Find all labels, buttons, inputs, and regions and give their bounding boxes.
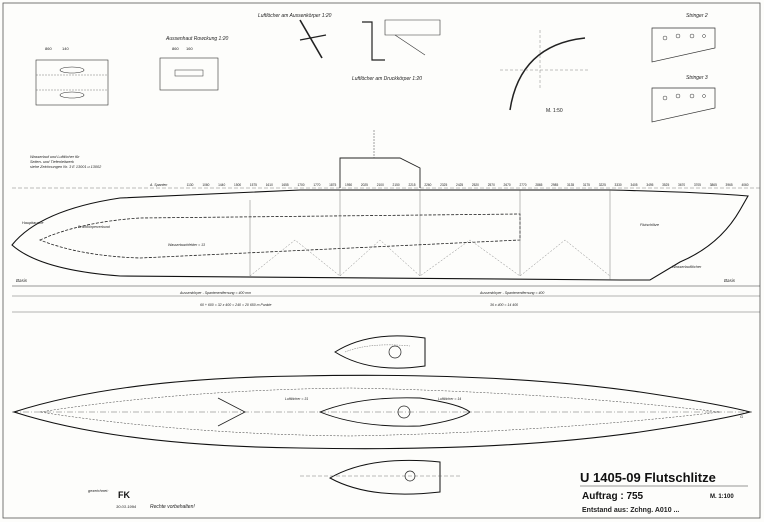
frame-number: 3175 [583, 183, 590, 187]
frame-number: 1950 [345, 183, 352, 187]
baseline-label: Basis [16, 278, 28, 283]
logo-letters: FK [118, 490, 130, 500]
stringer-2-title: Stringer 2 [686, 13, 708, 19]
frame-number: 2025 [361, 183, 368, 187]
frame-number: 2865 [535, 183, 542, 187]
rivet-dim-c: 860 [172, 46, 179, 51]
frame-number: 1875 [329, 183, 336, 187]
rights-note: Rechte vorbehalten! [150, 504, 195, 510]
watertight-label: Wassertauchfelder = 13 [168, 243, 205, 247]
drawing-origin: Entstand aus: Zchng. A010 ... [582, 507, 679, 514]
frame-number: 2985 [551, 183, 558, 187]
plan-view: Luftlöcher = 31 Luftlöcher = 14 G [12, 374, 753, 450]
drawn-label: gezeichnet: [88, 488, 108, 493]
frame-number: 2215 [408, 183, 415, 187]
plan-stern-mark: G [740, 414, 743, 419]
side-profile: Wasserlauf und Luftlöcher für Seiten- un… [11, 130, 760, 313]
stern-label: Wasserlauflöcher [672, 265, 702, 269]
order-number: Auftrag : 755 [582, 491, 644, 502]
frame-number: 2770 [519, 183, 526, 187]
frame-number: 1575 [250, 183, 257, 187]
stringer-3-title: Stringer 3 [686, 75, 708, 81]
stringer-details: Stringer 2 Stringer 3 [651, 13, 716, 123]
frame-number: 3330 [615, 183, 622, 187]
frame-spacing-note-2: 36 x 400 = 14 400 [490, 303, 518, 307]
frame-number: 3405 [630, 183, 637, 187]
lower-frames-label-right: Aussenkörper - Spantenentfernung = 400 [479, 291, 544, 295]
frame-numbers: 1130 1060 1440 1500 1575 1610 1655 1700 1770 1875… [187, 183, 749, 187]
profile-note-1: Wasserlauf und Luftlöcher für [30, 155, 80, 159]
rivet-detail-title: Aussenhaut Rowckung 1:20 [165, 36, 228, 42]
frame-number: 3965 [726, 183, 733, 187]
drawing-scale: M. 1:100 [710, 494, 734, 500]
frame-number: 1440 [218, 183, 225, 187]
arc-detail: M. 1:50 [500, 30, 590, 114]
frame-number: 2100 [377, 183, 384, 187]
frame-number: 4060 [741, 183, 748, 187]
frame-spacing-note-1: 60 + 600 = 32 x 400 = 240 = 20 650 m Pun… [200, 303, 271, 307]
vent-pressure-title: Luftlöcher am Druckkörper 1:20 [352, 76, 422, 82]
drawing-date: 30.03.1994 [116, 504, 137, 509]
frame-number: 3135 [567, 183, 574, 187]
frame-number: 1700 [297, 183, 304, 187]
frame-number: 3670 [678, 183, 685, 187]
frame-number: 1770 [313, 183, 320, 187]
casing-plan-lower [300, 459, 460, 495]
frame-number: 1130 [187, 183, 194, 187]
plan-center-label-2: Luftlöcher = 14 [438, 397, 461, 401]
frame-number: 2150 [393, 183, 400, 187]
baseline-label-right: Basis [724, 278, 736, 283]
vent-detail-outer: Luftlöcher am Aussenkörper 1:20 Luftlöch… [258, 13, 441, 82]
plan-center-label: Luftlöcher = 31 [285, 397, 308, 401]
rivet-detail: Aussenhaut Rowckung 1:20 860 140 860 160 [35, 36, 228, 106]
casing-plan-upper [334, 335, 426, 369]
frame-number: 2325 [440, 183, 447, 187]
arc-scale: M. 1:50 [546, 108, 563, 114]
bow-label: Haupttauche [22, 221, 44, 225]
frame-number: 2570 [488, 183, 495, 187]
drawing-title: U 1405-09 Flutschlitze [580, 470, 716, 485]
frame-number: 2425 [456, 183, 463, 187]
vent-outer-title: Luftlöcher am Aussenkörper 1:20 [258, 13, 332, 19]
frame-number: 3525 [662, 183, 669, 187]
frame-number: 3225 [599, 183, 606, 187]
frame-number: 1060 [202, 183, 209, 187]
frame-number: 2520 [472, 183, 479, 187]
frame-number: 2670 [504, 183, 511, 187]
title-block: gezeichnet: FK 30.03.1994 Rechte vorbeha… [88, 470, 748, 514]
pressure-hull-label: Druckkörperverbund [78, 225, 111, 229]
frame-number: 1500 [234, 183, 241, 187]
frames-label: A. Spanten [149, 183, 167, 187]
frame-number: 3705 [694, 183, 701, 187]
rivet-dim-d: 160 [186, 46, 193, 51]
rivet-dim-a: 860 [45, 46, 52, 51]
rivet-dim-b: 140 [62, 46, 69, 51]
frame-number: 1610 [266, 183, 273, 187]
flow-label: Flutschlitze [640, 223, 659, 227]
frame-number: 2260 [424, 183, 431, 187]
profile-note-2: Seiten- und Tiefenleitwerk [30, 160, 75, 164]
frame-number: 3865 [710, 183, 717, 187]
profile-note-3: siehe Zeichnungen Nr. 3 E 13001 u 13002 [30, 165, 102, 169]
lower-frames-label: Aussenkörper - Spantenentfernung = 400 m… [179, 291, 251, 295]
frame-number: 1655 [282, 183, 289, 187]
frame-number: 3495 [646, 183, 653, 187]
